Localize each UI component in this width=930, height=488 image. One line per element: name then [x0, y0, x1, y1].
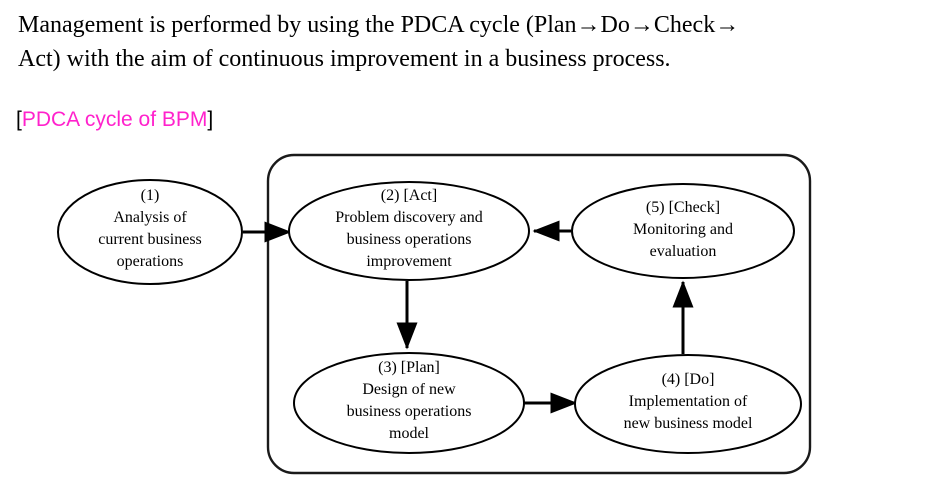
- node-1-line-4: operations: [117, 253, 184, 270]
- caption-close-bracket: ]: [207, 108, 214, 131]
- node-3-line-4: model: [389, 425, 430, 442]
- node-5-line-2: Monitoring and: [633, 221, 733, 238]
- pdca-cycle-diagram: (1) Analysis of current business operati…: [0, 140, 930, 488]
- node-design-of-new-business-operations-model[interactable]: (3) [Plan] Design of new business operat…: [293, 352, 525, 454]
- node-2-ellipse[interactable]: [288, 181, 530, 281]
- node-4-line-3: new business model: [624, 415, 753, 432]
- process-boundary-frame: [266, 153, 812, 475]
- node-4-line-2: Implementation of: [629, 393, 748, 410]
- node-5-line-3: evaluation: [650, 243, 717, 260]
- node-2-line-4: improvement: [366, 253, 452, 270]
- node-problem-discovery-and-business-operations-improvement[interactable]: (2) [Act] Problem discovery and business…: [288, 181, 530, 281]
- node-3-line-3: business operations: [347, 403, 472, 420]
- intro-paragraph: Management is performed by using the PDC…: [18, 12, 740, 73]
- node-5-line-1: (5) [Check]: [646, 199, 720, 216]
- node-4-ellipse[interactable]: [574, 354, 802, 454]
- node-1-line-2: Analysis of: [113, 209, 187, 226]
- node-3-line-2: Design of new: [362, 381, 456, 398]
- node-2-line-2: Problem discovery and: [335, 209, 483, 226]
- node-analysis-of-current-business-operations[interactable]: (1) Analysis of current business operati…: [57, 179, 243, 285]
- node-1-line-1: (1): [141, 187, 160, 204]
- diagram-canvas: (1) Analysis of current business operati…: [57, 153, 812, 475]
- node-3-line-1: (3) [Plan]: [378, 359, 440, 376]
- node-3-ellipse[interactable]: [293, 352, 525, 454]
- node-2-line-3: business operations: [347, 231, 472, 248]
- node-monitoring-and-evaluation[interactable]: (5) [Check] Monitoring and evaluation: [571, 183, 795, 279]
- node-1-line-3: current business: [98, 231, 202, 248]
- caption-open-bracket: [: [16, 108, 22, 131]
- caption-text: PDCA cycle of BPM: [21, 108, 208, 131]
- figure-caption: [PDCA cycle of BPM]: [16, 108, 213, 132]
- node-2-line-1: (2) [Act]: [381, 187, 437, 204]
- node-4-line-1: (4) [Do]: [662, 371, 715, 388]
- node-1-ellipse[interactable]: [57, 179, 243, 285]
- node-implementation-of-new-business-model[interactable]: (4) [Do] Implementation of new business …: [574, 354, 802, 454]
- node-5-ellipse[interactable]: [571, 183, 795, 279]
